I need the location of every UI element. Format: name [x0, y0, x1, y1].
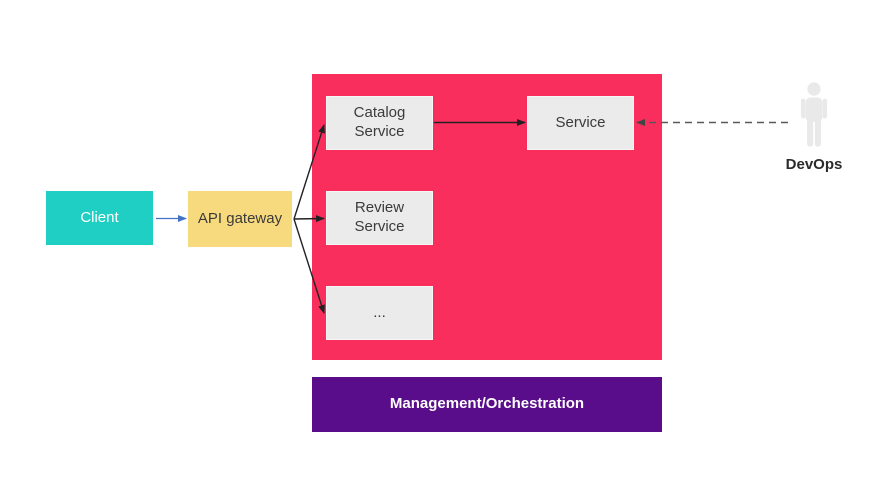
devops-label: DevOps: [785, 156, 843, 173]
client-label: Client: [80, 208, 119, 226]
devops-figure: DevOps: [784, 82, 844, 173]
service-label: Service: [555, 113, 606, 131]
api-gateway-node: API gateway: [188, 191, 292, 247]
more-services-node: ...: [326, 286, 433, 340]
api-gateway-label: API gateway: [197, 209, 283, 227]
client-node: Client: [46, 191, 153, 245]
management-orchestration-bar: Management/Orchestration: [312, 377, 662, 432]
review-service-label: Review Service: [354, 199, 405, 235]
service-node: Service: [527, 96, 634, 150]
person-icon: [800, 82, 828, 147]
catalog-service-label: Catalog Service: [353, 104, 406, 140]
more-services-label: ...: [373, 303, 386, 321]
review-service-node: Review Service: [326, 191, 433, 245]
catalog-service-node: Catalog Service: [326, 96, 433, 150]
management-orchestration-label: Management/Orchestration: [389, 395, 585, 413]
